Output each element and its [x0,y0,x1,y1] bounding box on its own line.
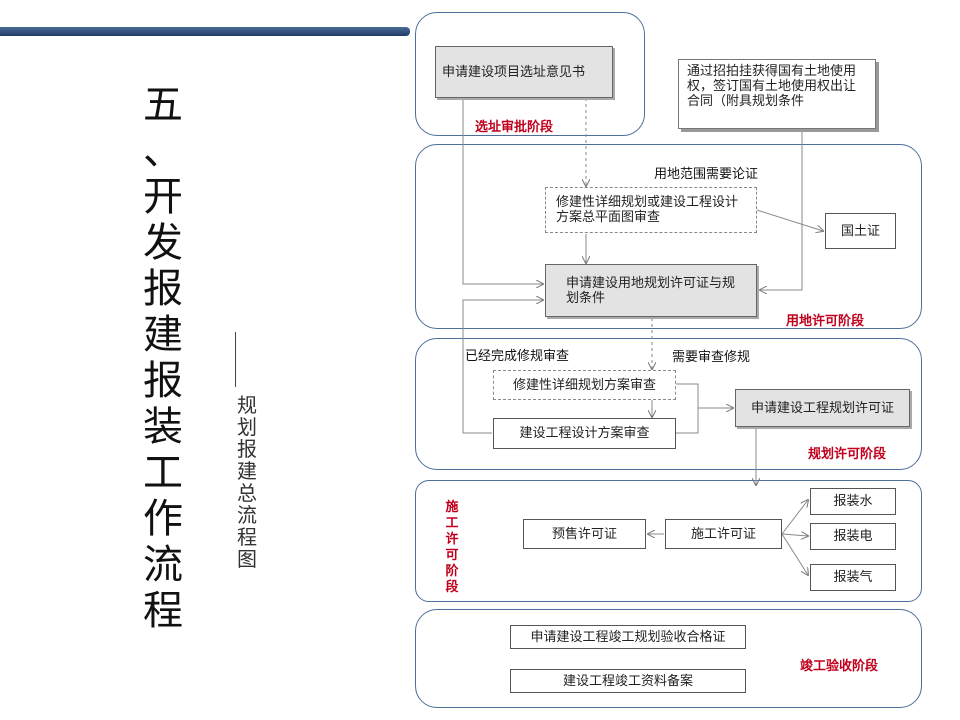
main-title-char: 报 [143,266,183,312]
node-presale: 预售许可证 [523,519,646,549]
stage-label-plan: 规划许可阶段 [808,447,887,462]
node-detail-plan-scheme: 修建性详细规划方案审查 [493,370,676,400]
subtitle-char: 划 [237,415,257,439]
subtitle-char: 程 [237,525,257,549]
main-title-char: 建 [143,312,183,358]
node-archive: 建设工程竣工资料备案 [510,669,746,693]
stage-label-complete: 竣工验收阶段 [800,659,879,674]
subtitle-char: 总 [237,481,257,505]
subtitle-char: 规 [237,393,257,417]
header-bar [0,27,410,36]
main-title-char: 五 [143,82,183,128]
node-site-opinion: 申请建设项目选址意见书 [435,46,613,98]
stage-label-site: 选址审批阶段 [475,120,554,135]
stage-label-char: 许 [445,532,459,547]
stage-label-land: 用地许可阶段 [786,314,865,329]
node-land-permit: 申请建设用地规划许可证与规划条件 [545,264,757,317]
main-title-char: 程 [143,588,183,634]
note-land-scope: 用地范围需要论证 [654,167,759,182]
node-eng-permit: 申请建设工程规划许可证 [735,389,910,427]
main-title-char: 装 [143,404,183,450]
subtitle-char: 图 [237,547,257,571]
subtitle-dash [235,332,236,387]
node-land-transfer: 通过招拍挂获得国有土地使用权，签订国有土地使用权出让合同（附具规划条件 [678,59,876,129]
node-water: 报装水 [810,488,896,515]
main-title-char: 工 [143,450,183,496]
note-plan-done: 已经完成修规审查 [465,349,570,364]
stage-label-char: 可 [445,548,459,563]
stage-label-char: 段 [445,580,459,595]
note-plan-needed: 需要审查修规 [672,350,751,365]
subtitle-char: 流 [237,503,257,527]
main-title-char: 、 [143,128,183,174]
subtitle-char: 报 [237,437,257,461]
stage-label-char: 阶 [445,564,459,579]
node-power: 报装电 [810,523,896,550]
main-title: 五 、 开 发 报 建 报 装 工 作 流 程 [138,82,188,634]
main-title-char: 流 [143,542,183,588]
node-completion-cert: 申请建设工程竣工规划验收合格证 [510,625,746,649]
node-design-review: 建设工程设计方案审查 [493,418,676,449]
node-gas: 报装气 [810,564,896,591]
stage-label-construct: 施 工 许 可 阶 段 [444,500,460,596]
main-title-char: 开 [143,174,183,220]
node-detail-plan-review: 修建性详细规划或建设工程设计方案总平面图审查 [545,187,757,233]
stage-label-char: 工 [445,516,459,531]
main-title-char: 发 [143,220,183,266]
node-land-cert: 国土证 [825,213,896,249]
subtitle-char: 建 [237,459,257,483]
main-title-char: 作 [143,496,183,542]
node-construction-permit: 施工许可证 [665,519,782,549]
main-title-char: 报 [143,358,183,404]
subtitle: 规 划 报 建 总 流 程 图 [232,394,262,570]
stage-label-char: 施 [445,500,459,515]
